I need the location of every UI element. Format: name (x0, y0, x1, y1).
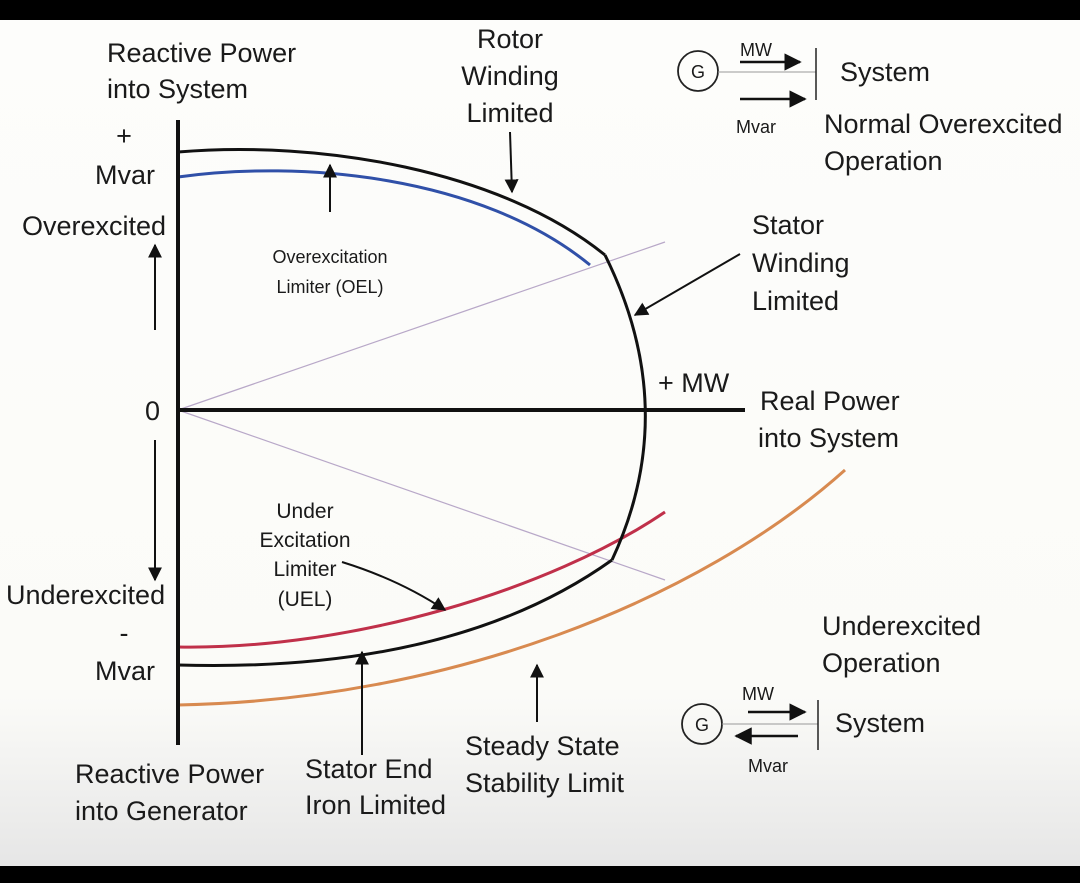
real-power-label-1: Real Power (760, 386, 900, 416)
mvar-bottom-label: Mvar (95, 656, 155, 686)
under-op-label-2: Operation (822, 648, 941, 678)
rotor-arrow-icon (504, 131, 519, 194)
stator-end-iron-limit-curve (177, 558, 613, 667)
oel-curve (177, 169, 591, 267)
uel-arrow-icon (341, 561, 447, 611)
generator-icon (677, 50, 719, 92)
stator-label-3: Limited (752, 286, 839, 316)
overexcited-guide-line (177, 241, 666, 411)
reactive-into-system-label-1: Reactive Power (107, 38, 296, 68)
overexcited-label: Overexcited (22, 211, 166, 241)
reactive-into-generator-label-2: into Generator (75, 796, 248, 826)
stator-label-1: Stator (752, 210, 824, 240)
plus-mw-label: + MW (658, 368, 730, 398)
rotor-label-1: Rotor (477, 24, 543, 54)
uel-label-3: Limiter (273, 558, 336, 581)
sssl-curve (177, 468, 847, 707)
stator-arrow-icon (633, 253, 741, 316)
stator-label-2: Winding (752, 248, 850, 278)
rotor-label-2: Winding (461, 61, 559, 91)
oel-label-2: Limiter (OEL) (276, 277, 383, 297)
uel-label-4: (UEL) (278, 588, 333, 611)
underexcited-guide-line (177, 409, 666, 581)
system-label: System (840, 57, 930, 87)
uel-label-2: Excitation (259, 529, 350, 552)
normal-over-label-2: Operation (824, 146, 943, 176)
reactive-into-system-label-2: into System (107, 74, 248, 104)
uel-label-1: Under (276, 500, 333, 523)
oel-label-1: Overexcitation (272, 247, 387, 267)
stator-end-label-2: Iron Limited (305, 790, 446, 820)
under-op-label-1: Underexcited (822, 611, 981, 641)
inset-underexcited: G MW Mvar System (681, 684, 925, 776)
rotor-winding-limit-curve (177, 147, 606, 257)
reactive-into-generator-label-1: Reactive Power (75, 759, 264, 789)
real-power-label-2: into System (758, 423, 899, 453)
normal-over-label-1: Normal Overexcited (824, 109, 1063, 139)
plus-label: + (116, 121, 132, 151)
sssl-label-1: Steady State (465, 731, 620, 761)
mw-label: MW (740, 40, 772, 60)
mw-label: MW (742, 684, 774, 704)
inset-overexcited: G MW Mvar System (677, 40, 930, 137)
mvar-label: Mvar (736, 117, 776, 137)
zero-label: 0 (145, 396, 160, 426)
minus-label: - (120, 618, 129, 648)
stator-end-label-1: Stator End (305, 754, 433, 784)
mvar-top-label: Mvar (95, 160, 155, 190)
rotor-label-3: Limited (466, 98, 553, 128)
underexcited-label: Underexcited (6, 580, 165, 610)
generator-label: G (691, 62, 705, 82)
system-label: System (835, 708, 925, 738)
generator-label: G (695, 715, 709, 735)
sssl-label-2: Stability Limit (465, 768, 625, 798)
mvar-label: Mvar (748, 756, 788, 776)
